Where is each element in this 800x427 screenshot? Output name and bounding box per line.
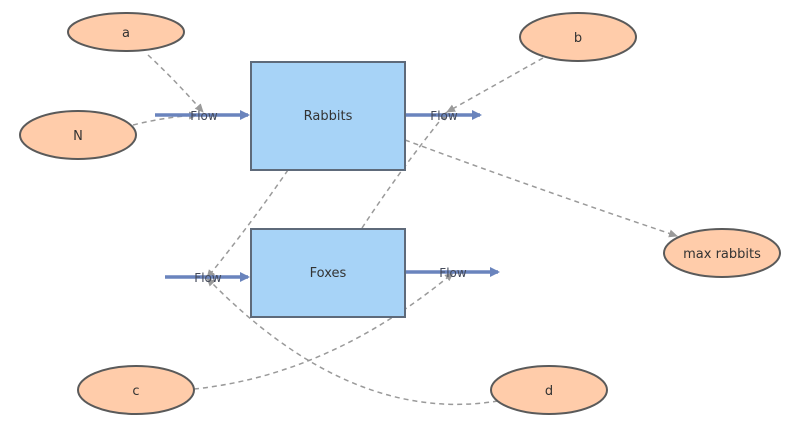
flow-label-foxes-in: Flow bbox=[194, 271, 222, 285]
variable-c[interactable]: c bbox=[77, 365, 195, 415]
stock-foxes-label: Foxes bbox=[310, 266, 347, 281]
variable-d[interactable]: d bbox=[490, 365, 608, 415]
variable-a[interactable]: a bbox=[67, 12, 185, 52]
link-b-to-rabbits-outflow[interactable] bbox=[446, 57, 544, 113]
variable-max-rabbits[interactable]: max rabbits bbox=[663, 228, 781, 278]
stock-foxes-box bbox=[250, 228, 406, 318]
flow-label-foxes-out: Flow bbox=[439, 266, 467, 280]
variable-a-shape bbox=[67, 12, 185, 52]
stock-foxes[interactable]: Foxes bbox=[250, 228, 406, 318]
link-c-to-foxes-outflow[interactable] bbox=[193, 272, 454, 390]
variable-d-label: d bbox=[545, 384, 553, 399]
influence-links bbox=[132, 54, 678, 406]
variable-b[interactable]: b bbox=[519, 12, 637, 62]
stock-rabbits-label: Rabbits bbox=[304, 109, 353, 124]
variable-c-shape bbox=[77, 365, 195, 415]
variable-max-rabbits-shape bbox=[663, 228, 781, 278]
flow-label-rabbits-in: Flow bbox=[190, 109, 218, 123]
variable-n-label: N bbox=[73, 129, 83, 144]
variable-n[interactable]: N bbox=[19, 110, 137, 160]
variable-b-label: b bbox=[574, 31, 582, 46]
flow-label-rabbits-out: Flow bbox=[430, 109, 458, 123]
variable-b-shape bbox=[519, 12, 637, 62]
flow-arrows bbox=[155, 110, 500, 282]
link-foxes-to-rabbits-outflow[interactable] bbox=[361, 111, 448, 229]
variable-a-label: a bbox=[122, 26, 130, 41]
variable-d-shape bbox=[490, 365, 608, 415]
stock-rabbits[interactable]: Rabbits bbox=[250, 61, 406, 171]
variable-n-shape bbox=[19, 110, 137, 160]
variable-c-label: c bbox=[132, 384, 139, 399]
link-a-to-rabbits-inflow[interactable] bbox=[147, 54, 204, 113]
variable-max-rabbits-label: max rabbits bbox=[683, 247, 761, 262]
stock-rabbits-box bbox=[250, 61, 406, 171]
link-rabbits-to-foxes-inflow[interactable] bbox=[206, 169, 289, 279]
link-rabbits-to-max-rabbits[interactable] bbox=[404, 139, 678, 238]
link-d-to-foxes-inflow[interactable] bbox=[206, 277, 499, 406]
